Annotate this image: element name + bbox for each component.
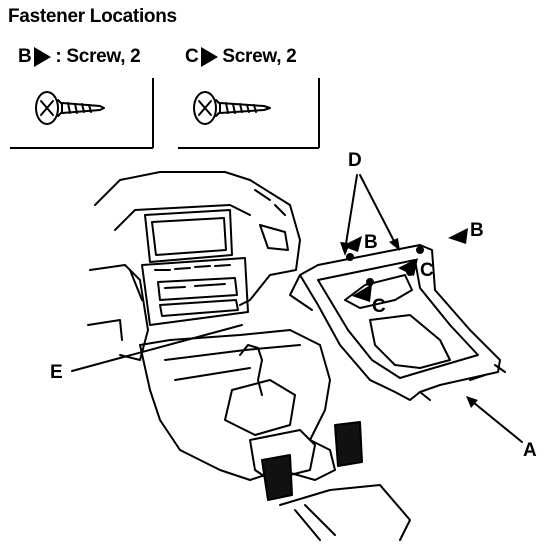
screw-c-icon [193,91,271,125]
screw-b-icon [35,91,105,125]
arrow-d2-icon [389,238,400,251]
leader-e [71,324,243,372]
pointer-triangle-icon [201,47,219,67]
legend-bottom-rule-left [10,147,153,149]
pointer-b2-icon [448,228,468,244]
pointer-c-icon [398,258,418,276]
fastener-c-letter: C [185,46,199,67]
fastener-c-legend: C Screw, 2 [185,46,297,68]
dashboard-outline [94,171,301,306]
leader-a [467,397,523,443]
arrow-a-icon [466,396,478,408]
fastener-c-label: Screw, 2 [222,46,297,67]
fastener-b-letter: B [18,46,32,67]
lower-console [139,329,336,481]
callout-c-right: C [420,260,434,281]
leader-d2 [359,174,397,246]
pointer-b-icon [342,236,362,252]
callout-b-left: B [364,232,378,253]
pointer-triangle-icon [34,47,52,67]
fastener-b-label: : Screw, 2 [55,46,141,67]
callout-b-right: B [470,220,484,241]
callout-c-left: C [372,296,386,317]
legend-divider [152,78,154,148]
legend-right-rule [318,78,320,148]
audio-panel [141,257,249,326]
fastener-b-legend: B : Screw, 2 [18,46,141,68]
callout-a: A [523,440,537,461]
legend-bottom-rule-right [178,147,319,149]
nav-screen [144,209,233,263]
callout-d: D [348,150,362,171]
callout-e: E [50,362,63,383]
leader-d1 [344,174,358,251]
trim-panel-a [299,244,501,401]
pointer-c2-icon [352,284,372,302]
page-title: Fastener Locations [8,6,177,27]
